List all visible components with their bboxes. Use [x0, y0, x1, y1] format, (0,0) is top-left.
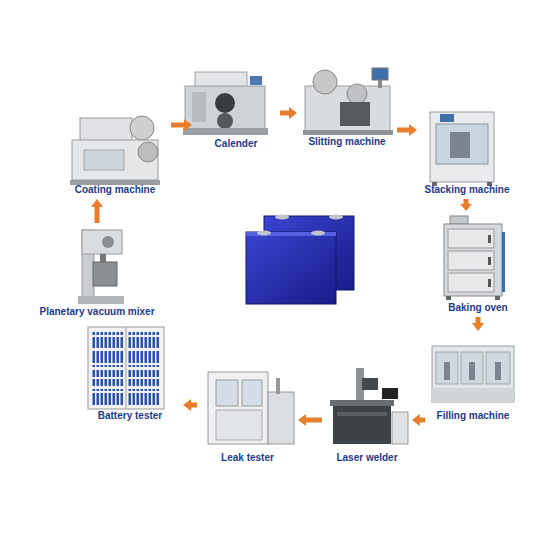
- machine-node: Battery tester: [80, 322, 180, 422]
- battery-tester-figure: [88, 327, 164, 409]
- machine-node: Laser welder: [325, 362, 409, 464]
- mixer-figure: [78, 230, 124, 304]
- machine-node: Leak tester: [200, 366, 295, 464]
- machine-node: Stacking machine: [420, 108, 514, 196]
- battery-cells-figure: [246, 215, 354, 305]
- machine-label: Planetary vacuum mixer: [22, 306, 172, 318]
- machine-label: Laser welder: [325, 452, 409, 464]
- flow-arrow: [460, 199, 472, 211]
- flow-arrow: [472, 317, 484, 331]
- leak-tester-figure: [208, 372, 294, 444]
- machine-label: Calender: [195, 138, 277, 150]
- machine-node: Planetary vacuum mixer: [22, 226, 172, 318]
- machine-label: Coating machine: [62, 184, 168, 196]
- laser-welder-figure: [330, 368, 408, 444]
- baking-oven-figure: [444, 216, 505, 300]
- machine-label: Filling machine: [428, 410, 518, 422]
- machine-label: Leak tester: [200, 452, 295, 464]
- flow-arrow: [171, 119, 192, 131]
- flow-arrow: [280, 107, 297, 119]
- flow-arrow: [298, 414, 322, 426]
- machine-label: Stacking machine: [420, 184, 514, 196]
- machine-node: Filling machine: [428, 334, 518, 422]
- machine-label: Slitting machine: [300, 136, 394, 148]
- machine-node: Coating machine: [62, 112, 168, 196]
- machine-label: Battery tester: [80, 410, 180, 422]
- machine-label: Baking oven: [438, 302, 518, 314]
- machine-node: Calender: [195, 68, 277, 150]
- stacking-figure: [430, 112, 494, 186]
- flow-arrow: [397, 124, 417, 136]
- filling-figure: [432, 346, 514, 402]
- slitting-figure: [303, 68, 393, 135]
- calender-figure: [183, 72, 268, 135]
- coating-figure: [70, 116, 160, 185]
- machine-node: Slitting machine: [300, 64, 394, 148]
- flow-arrow: [412, 414, 425, 426]
- flow-arrow: [183, 399, 197, 411]
- machine-node: Baking oven: [438, 214, 518, 314]
- flow-arrow: [91, 199, 103, 223]
